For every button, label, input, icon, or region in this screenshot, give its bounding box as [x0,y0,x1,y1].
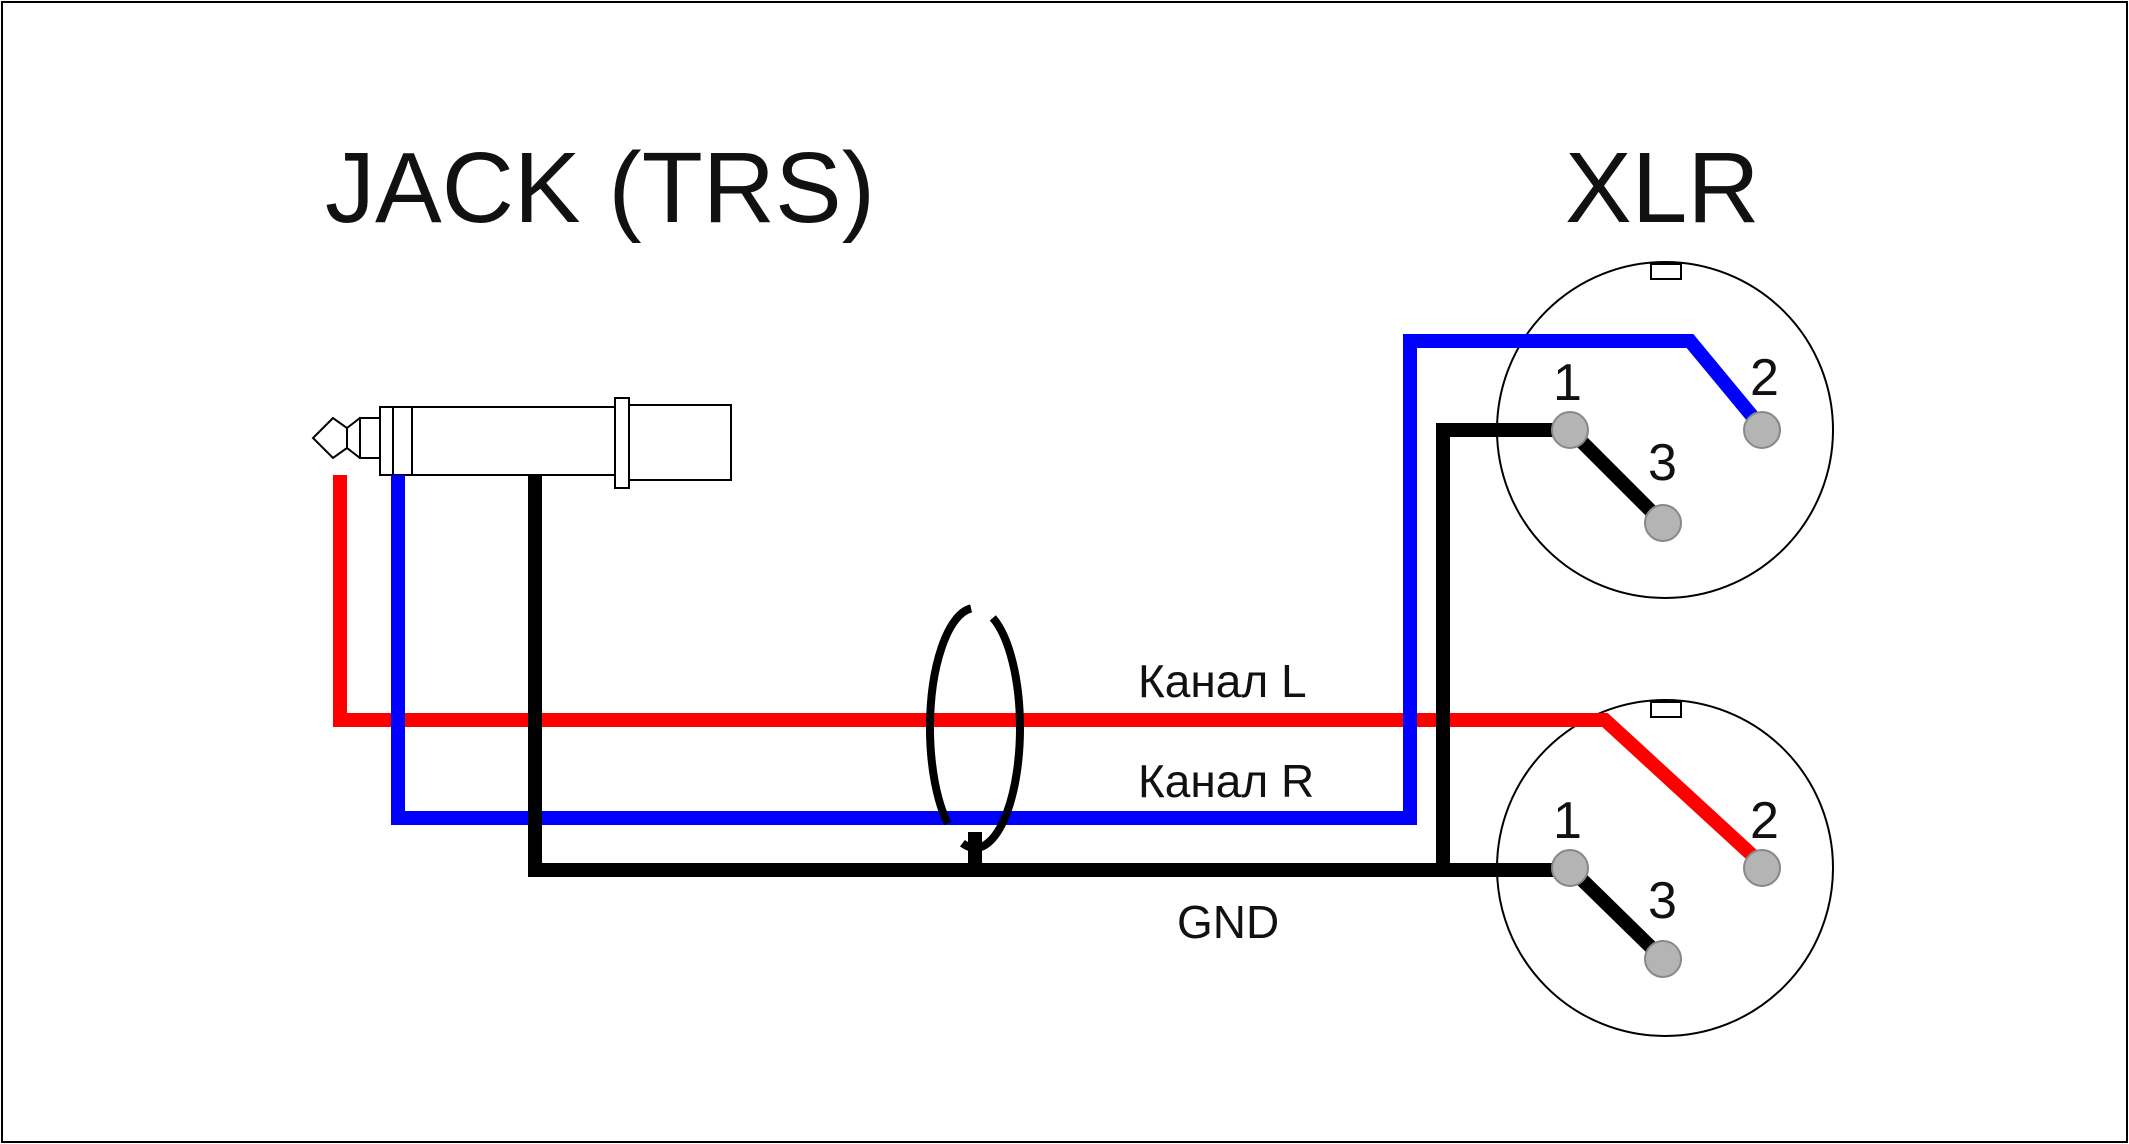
wire-left-channel [333,475,1770,873]
trs-jack-plug [311,397,732,489]
xlr-top-pin-1-label: 1 [1553,354,1582,412]
xlr-top-pin-2-label: 2 [1750,349,1779,407]
xlr-top-key [1650,263,1682,280]
xlr-top-pins [1551,411,1781,542]
xlr-title: XLR [1565,132,1760,244]
jack-sleeve [379,406,616,476]
xlr-bottom-jumper-1-3 [1563,861,1670,966]
wire-right-channel [391,334,1768,825]
xlr-bottom-pin-1-label: 1 [1553,792,1582,850]
jack-tip [311,416,348,460]
xlr-bottom-pin-2-label: 2 [1750,792,1779,850]
xlr-bottom-pin-2 [1743,849,1781,887]
xlr-bottom-pins [1551,849,1781,978]
xlr-bottom-key [1650,701,1682,718]
label-left-channel: Канал L [1138,655,1307,707]
xlr-top-pin-3 [1644,504,1682,542]
xlr-bottom-pin-3 [1644,940,1682,978]
xlr-bottom-pin-1 [1551,849,1589,887]
xlr-top-jumper-1-3 [1563,423,1670,530]
wire-ground-branch [1436,423,1570,872]
jack-collar [614,397,630,489]
xlr-top-pin-3-label: 3 [1648,434,1677,492]
jack-ring-insulator [359,417,381,459]
jack-handle [628,404,732,481]
jack-title: JACK (TRS) [325,132,875,244]
xlr-top-pin-2 [1743,411,1781,449]
wire-ground [528,475,1570,877]
label-ground: GND [1177,896,1279,948]
xlr-top-pin-1 [1551,411,1589,449]
xlr-bottom-pin-3-label: 3 [1648,872,1677,930]
label-right-channel: Канал R [1138,755,1314,807]
cable-shield [926,604,1024,852]
